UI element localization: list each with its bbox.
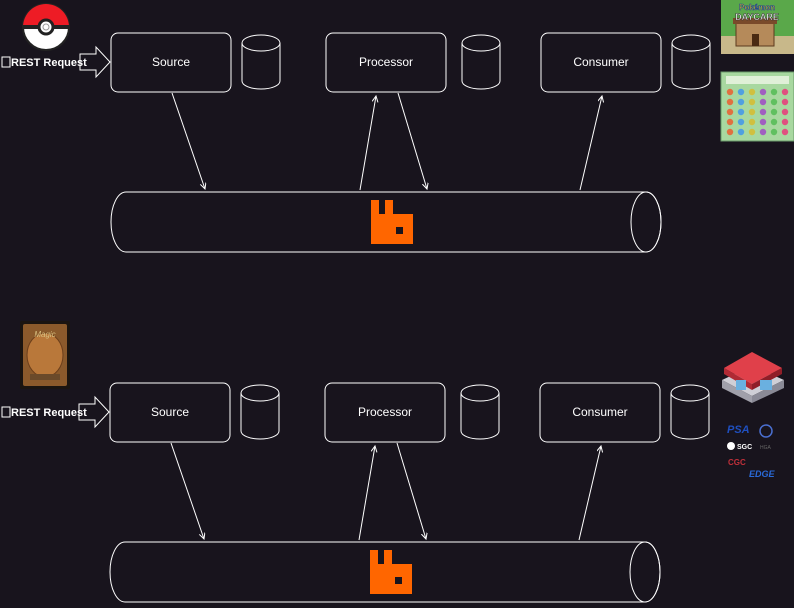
pokemon-sprite-icon [748, 98, 756, 106]
pokemon-sprite-icon [759, 98, 767, 106]
pokemon-sprite-icon [748, 88, 756, 96]
message-queue [109, 541, 661, 603]
pokeball-icon [22, 3, 70, 51]
consumer-database-icon [671, 34, 711, 90]
flow-pokemon: REST Request Source Processor Consumer [1, 0, 794, 253]
request-doc-icon [1, 56, 11, 68]
flow-cards: Magic REST Request Source Processor Cons… [1, 321, 784, 603]
pokemon-sprite-icon [726, 128, 734, 136]
processor-to-queue-arrow [397, 92, 427, 189]
pokemon-sprite-icon [737, 88, 745, 96]
sgc-logo: SGC [737, 444, 752, 451]
pokemon-sprite-icon [781, 88, 789, 96]
pokemon-sprite-icon [781, 98, 789, 106]
edge-logo: EDGE [749, 469, 776, 479]
hga-logo-icon: HGA [760, 445, 772, 451]
magic-card-icon: Magic [20, 321, 70, 389]
pokemon-sprite-icon [781, 128, 789, 136]
pokemon-sprite-icon [759, 118, 767, 126]
pokemon-sprite-icon [748, 108, 756, 116]
request-arrow [79, 45, 111, 79]
pokemon-sprite-icon [748, 128, 756, 136]
grader-logos: PSA SGC HGA CGC EDGE [727, 424, 776, 479]
pokemon-sprite-icon [737, 128, 745, 136]
pokemon-sprite-icon [770, 88, 778, 96]
pokemon-storage-image [720, 71, 794, 142]
queue-to-consumer-arrow [578, 446, 601, 541]
pokemon-sprite-icon [726, 98, 734, 106]
pokemon-sprite-icon [737, 108, 745, 116]
pokemon-sprite-icon [726, 88, 734, 96]
rabbitmq-icon [370, 550, 412, 594]
pokemon-sprite-icon [726, 108, 734, 116]
consumer-node[interactable] [540, 32, 662, 93]
daycare-title: DAYCARE [735, 12, 779, 22]
source-database-icon [241, 34, 281, 90]
queue-to-consumer-arrow [579, 96, 602, 191]
rest-request-label: REST Request [11, 57, 87, 69]
consumer-database-icon [670, 384, 710, 440]
source-node[interactable] [109, 382, 231, 443]
request-doc-icon [1, 406, 11, 418]
rest-request-label: REST Request [11, 407, 87, 419]
daycare-image: Pokémon DAYCARE [721, 0, 794, 54]
pokemon-sprite-icon [770, 128, 778, 136]
pokemon-sprite-icon [737, 98, 745, 106]
pokemon-sprite-icon [759, 108, 767, 116]
source-label: Source [151, 405, 189, 419]
cgc-logo: CGC [728, 458, 746, 467]
pokemon-sprite-icon [770, 118, 778, 126]
processor-label: Processor [359, 55, 413, 69]
source-to-queue-arrow [170, 442, 204, 539]
pokemon-sprite-icon [726, 118, 734, 126]
processor-node[interactable] [324, 382, 446, 443]
pokemon-sprite-icon [770, 108, 778, 116]
source-to-queue-arrow [171, 92, 205, 189]
pokemon-sprite-icon [748, 118, 756, 126]
request-arrow [78, 395, 110, 429]
pokemon-sprite-icon [759, 128, 767, 136]
processor-database-icon [461, 34, 501, 90]
source-label: Source [152, 55, 190, 69]
processor-to-queue-arrow [396, 442, 426, 539]
consumer-label: Consumer [573, 55, 628, 69]
processor-label: Processor [358, 405, 412, 419]
daycare-caption: Pokémon [739, 3, 775, 12]
rabbitmq-icon [371, 200, 413, 244]
consumer-label: Consumer [572, 405, 627, 419]
pokemon-sprite-icon [737, 118, 745, 126]
queue-to-processor-arrow [358, 446, 375, 541]
pokemon-sprite-icon [781, 108, 789, 116]
source-database-icon [240, 384, 280, 440]
consumer-node[interactable] [539, 382, 661, 443]
pokemon-sprite-icon [759, 88, 767, 96]
source-node[interactable] [110, 32, 232, 93]
store-icon [722, 352, 784, 403]
psa-logo: PSA [727, 424, 750, 436]
pokemon-sprite-icon [781, 118, 789, 126]
grader-seal-icon [759, 424, 773, 438]
queue-to-processor-arrow [359, 96, 376, 191]
card-title: Magic [34, 330, 55, 339]
message-queue [110, 191, 662, 253]
pokemon-sprite-icon [770, 98, 778, 106]
processor-node[interactable] [325, 32, 447, 93]
processor-database-icon [460, 384, 500, 440]
